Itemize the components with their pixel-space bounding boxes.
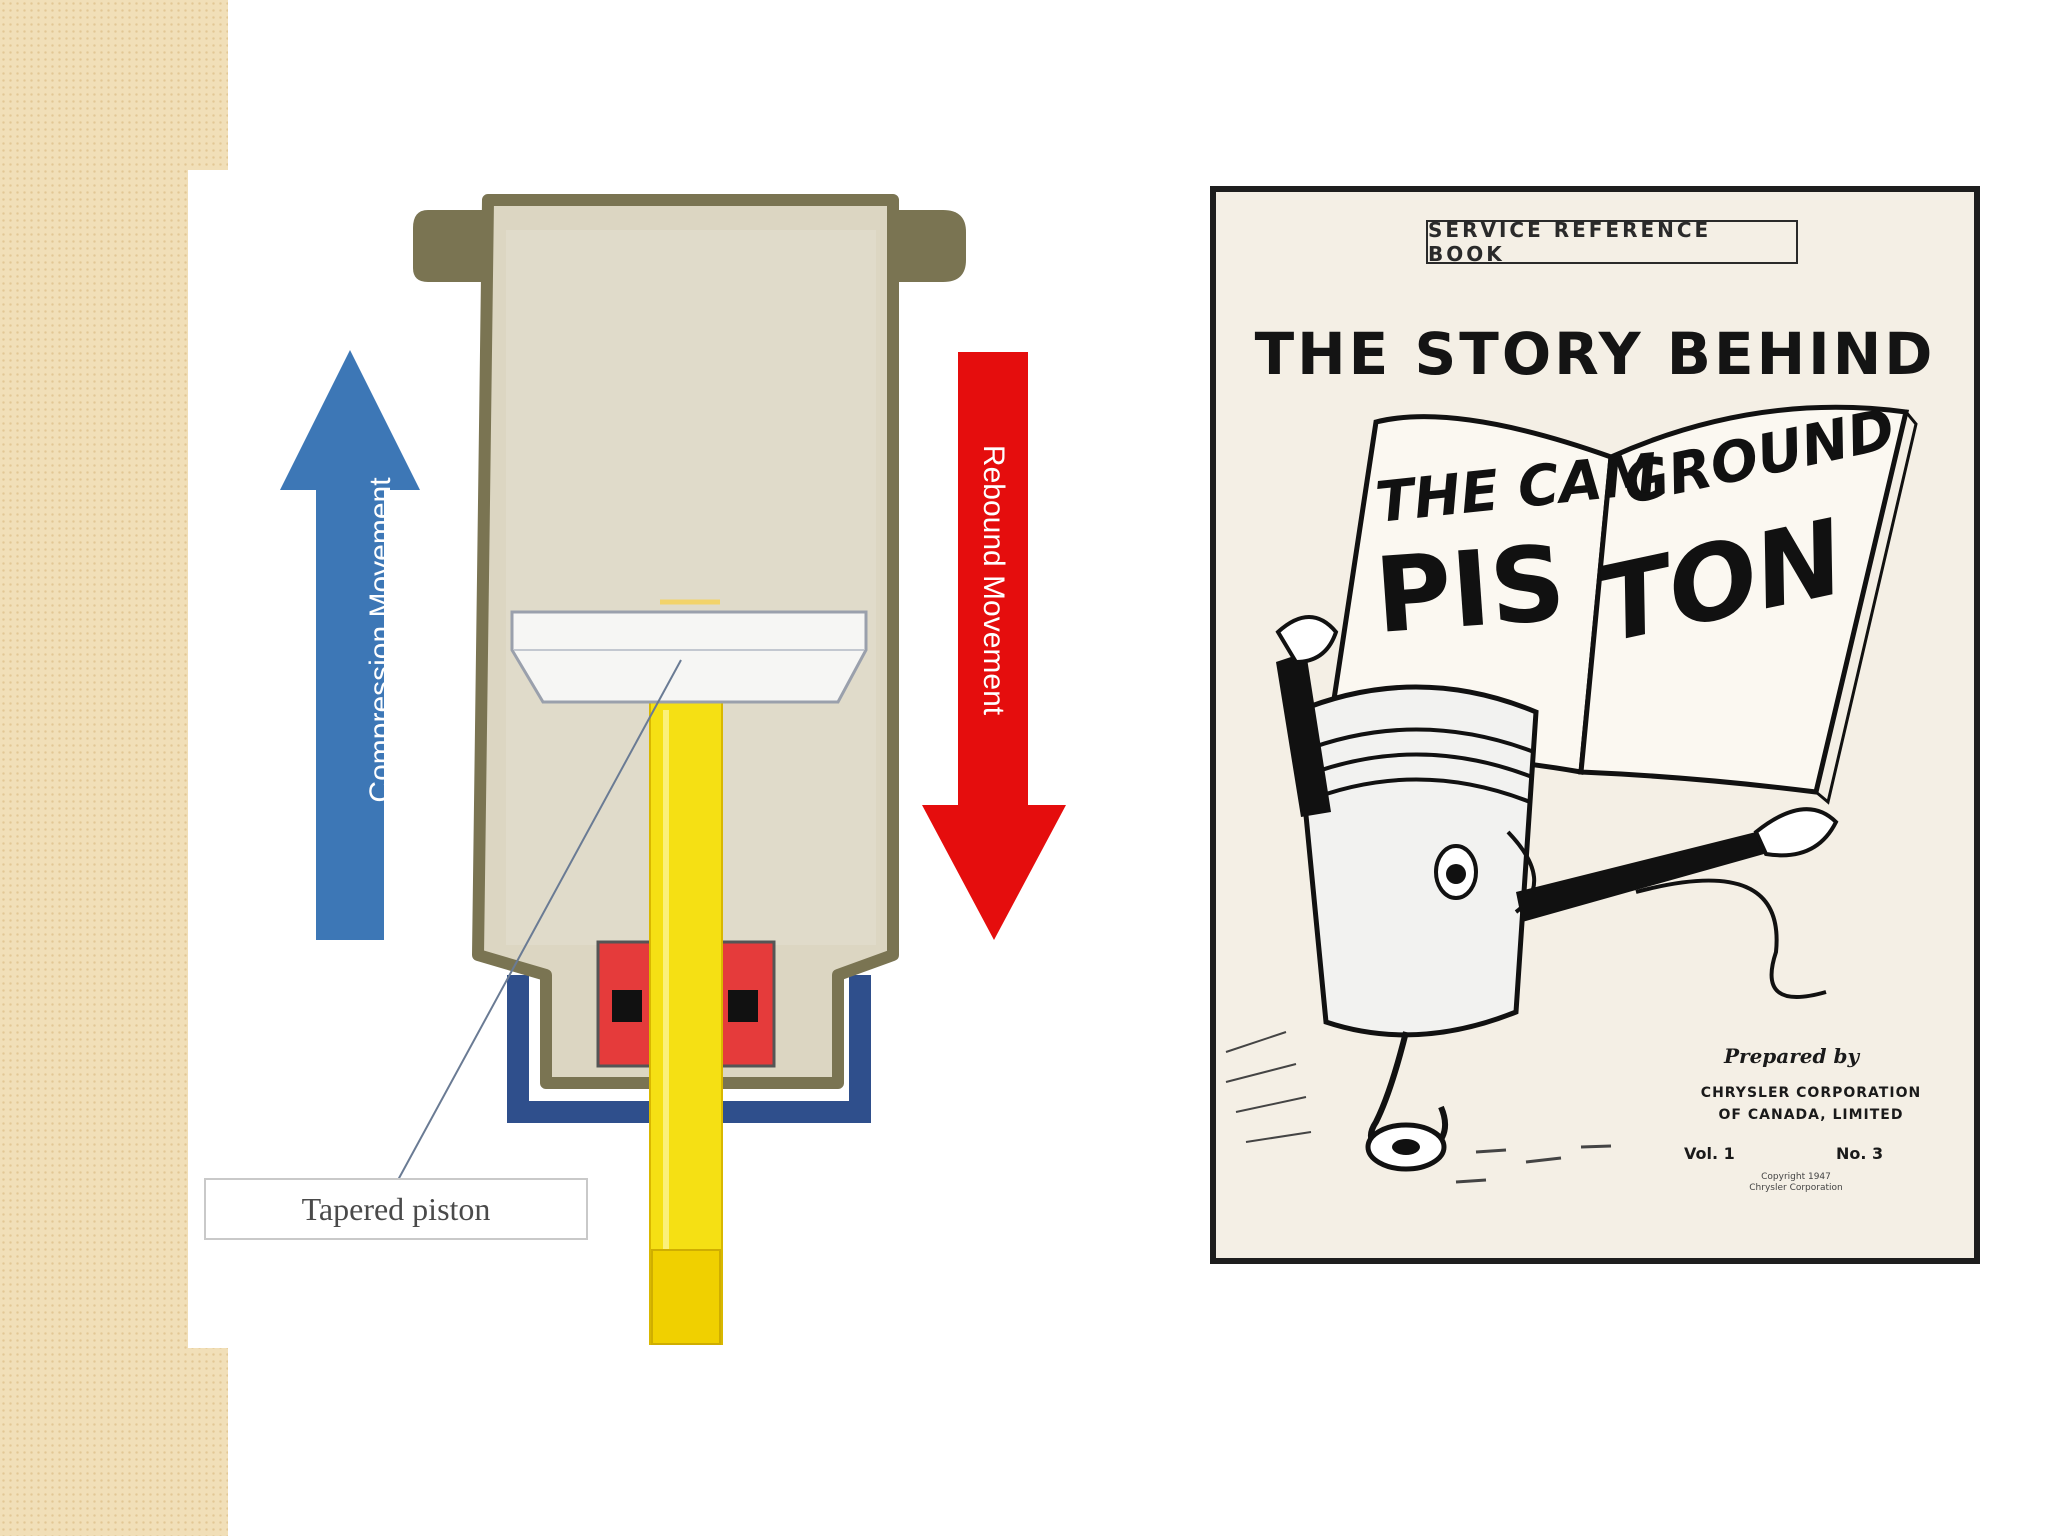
piston-ring-1: [1299, 727, 1535, 754]
left-lug: [413, 210, 493, 282]
copyright-line-1: Copyright 1947: [1761, 1172, 1831, 1182]
publisher-line-1: CHRYSLER CORPORATION: [1700, 1085, 1922, 1101]
publisher-line-2: OF CANADA, LIMITED: [1718, 1107, 1904, 1123]
tapered-piston-callout: Tapered piston: [204, 1178, 588, 1240]
compression-label: Compression Movement: [364, 477, 397, 803]
number-label: No. 3: [1836, 1144, 1884, 1163]
book-title-left-bottom: PIS: [1371, 522, 1569, 657]
rebound-arrow: [922, 352, 1066, 940]
copyright-notice: Copyright 1947 Chrysler Corporation: [1721, 1172, 1871, 1194]
piston-rod: [649, 699, 723, 1345]
piston-arm-right: [1516, 832, 1764, 922]
piston-tail: [1635, 878, 1827, 999]
cover-heading: THE STORY BEHIND: [1254, 320, 1936, 388]
shock-absorber-diagram: Compression Movement Rebound Movement Ta…: [188, 170, 1088, 1348]
rebound-label: Rebound Movement: [977, 445, 1010, 716]
book-cover: SERVICE REFERENCE BOOK THE STORY BEHIND …: [1210, 186, 1980, 1264]
publisher: CHRYSLER CORPORATION OF CANADA, LIMITED: [1671, 1082, 1951, 1126]
piston-ring-3: [1303, 777, 1531, 804]
callout-label: Tapered piston: [301, 1190, 491, 1227]
piston-foot-hole: [1392, 1139, 1420, 1155]
piston-pupil: [1446, 864, 1466, 884]
volume-label: Vol. 1: [1684, 1144, 1735, 1163]
piston-character-body: [1293, 684, 1539, 1038]
piston-hand-left: [1275, 615, 1339, 665]
diagram-drawing: Compression Movement Rebound Movement: [280, 194, 1066, 1345]
copyright-line-2: Chrysler Corporation: [1749, 1183, 1843, 1193]
ground-dashes: [1455, 1144, 1612, 1184]
piston-arm-left: [1276, 652, 1331, 817]
prepared-by: Prepared by: [1724, 1044, 1860, 1068]
cover-illustration: THE CAM GROUND PIS TON: [1225, 397, 1918, 1184]
seal-core-left: [612, 990, 642, 1022]
right-lug: [893, 210, 966, 282]
compression-arrow: [280, 350, 420, 940]
piston-hand-right: [1753, 807, 1839, 858]
book-page-edges: [1815, 411, 1918, 805]
cylinder-inner-shade: [506, 230, 876, 945]
callout-leader-line: [397, 659, 682, 1181]
piston-ring-2: [1301, 752, 1533, 779]
cover-badge: SERVICE REFERENCE BOOK: [1426, 218, 1798, 266]
tapered-piston: [510, 610, 868, 704]
speed-lines: [1225, 1031, 1312, 1143]
rod-thread: [651, 1249, 721, 1345]
seal-core-right: [728, 990, 758, 1022]
